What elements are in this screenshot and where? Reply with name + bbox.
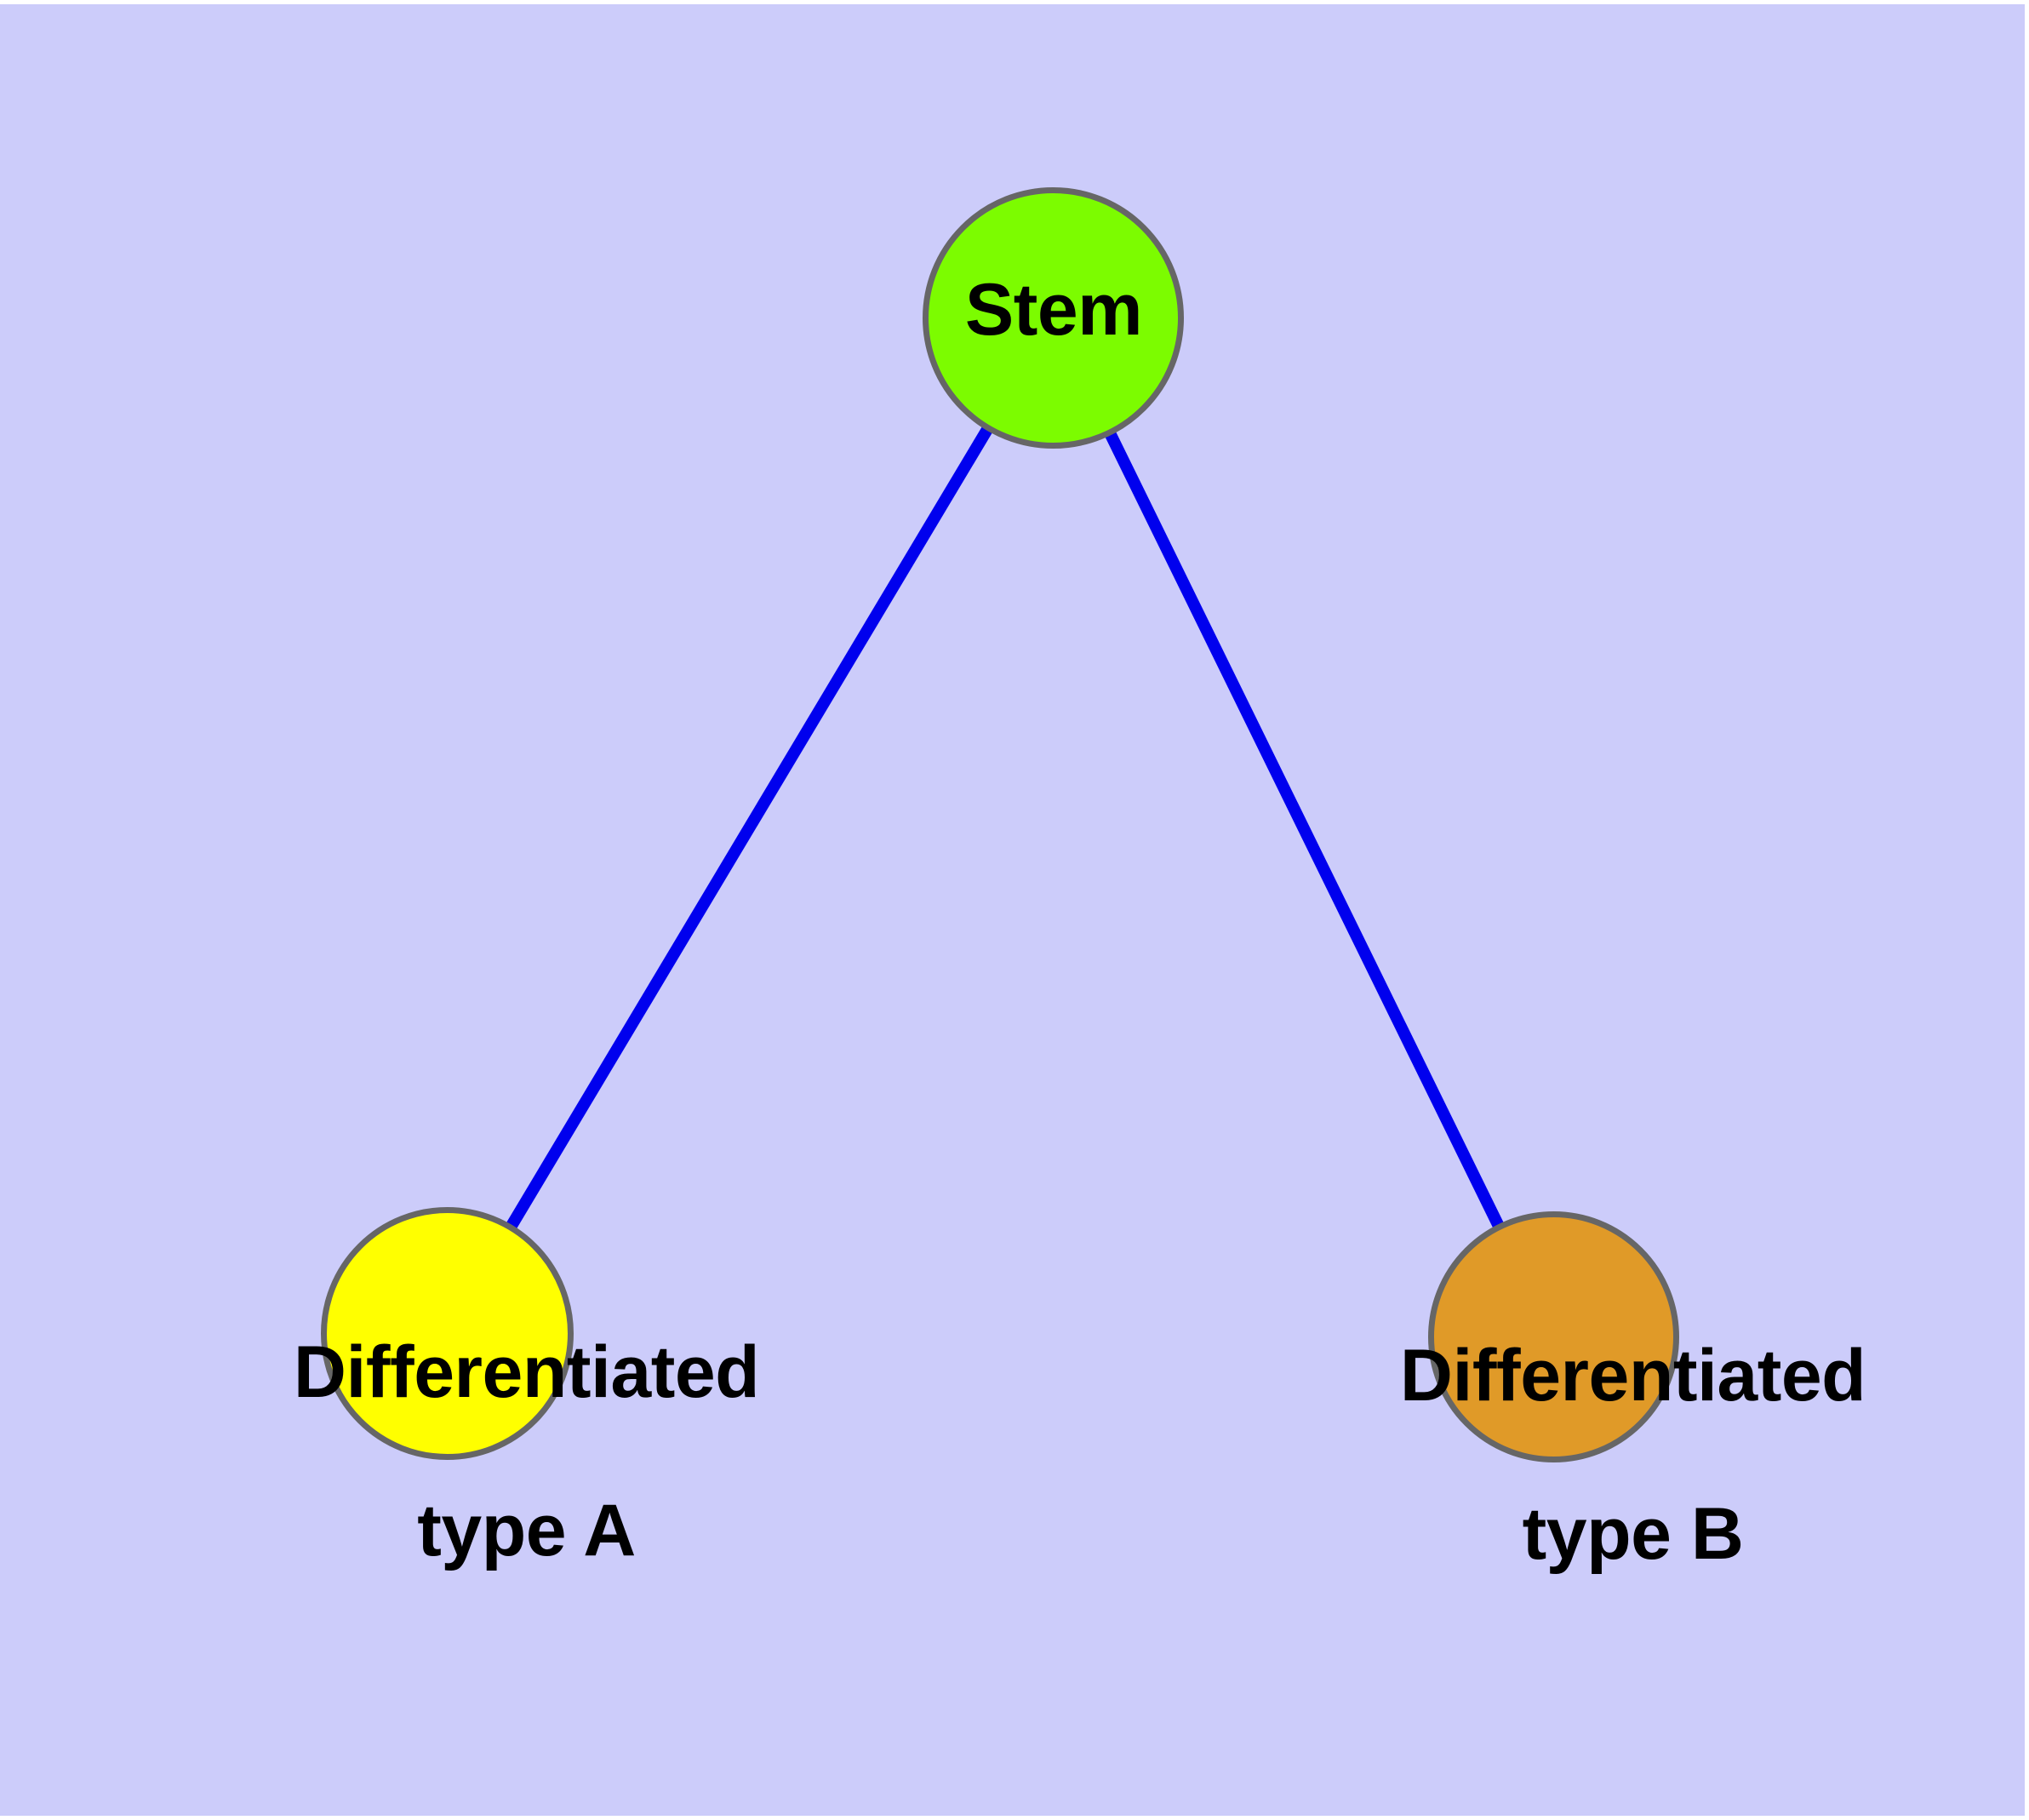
edge-stem-to-type-b[interactable]	[1048, 315, 1559, 1341]
node-differentiated-type-b[interactable]	[1428, 1211, 1679, 1462]
node-label-line-2: type B	[1522, 1492, 1744, 1575]
node-layer: Stem Differentiated type A Differentiate…	[0, 4, 2025, 1816]
node-stem[interactable]	[923, 187, 1184, 449]
node-label-line-2: type A	[417, 1489, 636, 1571]
edge-stem-to-type-a[interactable]	[441, 315, 1060, 1337]
edge-layer	[441, 315, 1559, 1341]
node-differentiated-type-a[interactable]	[321, 1207, 574, 1460]
graph-plot-area: Stem Differentiated type A Differentiate…	[0, 4, 2025, 1816]
